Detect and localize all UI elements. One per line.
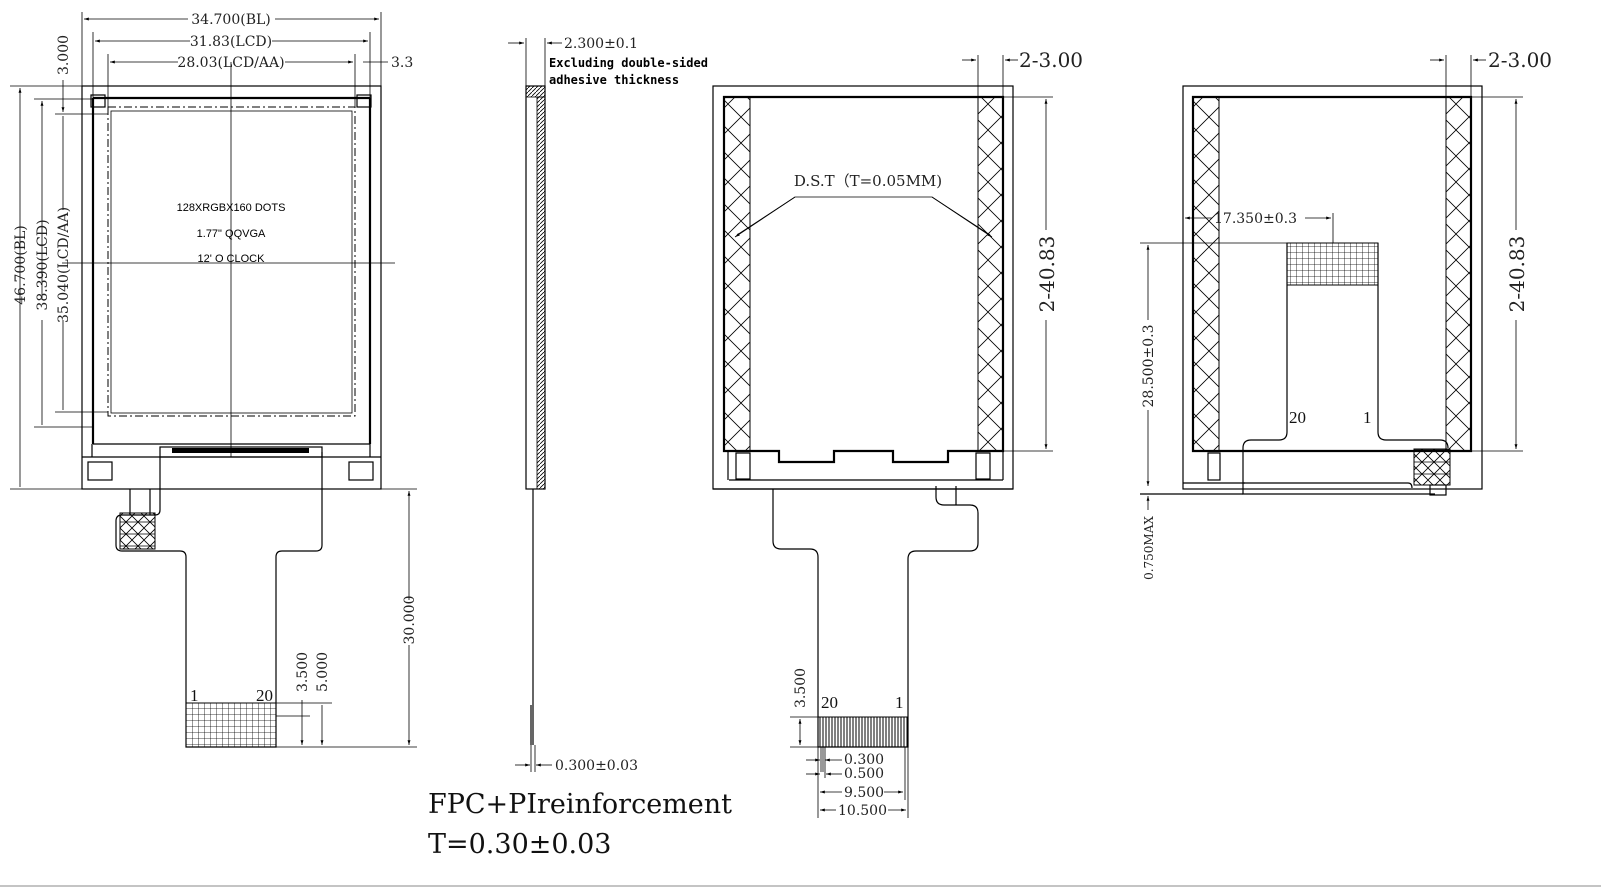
dim-height-aa: 35.040(LCD/AA) <box>56 207 72 323</box>
folded-stiffener <box>1413 448 1451 486</box>
front-view: 128XRGBX160 DOTS 1.77" QQVGA 12' O CLOCK… <box>10 12 418 748</box>
folded-view: 20 1 2-3.00 2-40.83 17.350±0.3 28.500±0.… <box>1140 48 1552 580</box>
dim-pitch-width: 0.300 <box>844 752 884 768</box>
dim-fold-max: 0.750MAX <box>1142 516 1156 580</box>
reinforcement-thickness: T=0.30±0.03 <box>428 829 612 860</box>
folded-tape-right <box>1445 96 1472 452</box>
dim-top-offset: 3.000 <box>56 35 72 75</box>
folded-pin-1-label: 1 <box>1363 408 1372 427</box>
dim-height-bl: 46.700(BL) <box>13 225 29 305</box>
back-pin-20-label: 20 <box>821 693 838 712</box>
viewing-direction-label: 12' O CLOCK <box>198 253 266 265</box>
dim-width-bl: 34.700(BL) <box>191 12 271 28</box>
dim-contact-2: 5.000 <box>315 652 331 692</box>
dim-thickness: 2.300±0.1 <box>564 36 638 52</box>
center-lines <box>62 62 395 457</box>
pin-20-label: 20 <box>256 686 273 705</box>
back-tape-height: 2-40.83 <box>1035 236 1059 313</box>
pin-1-label: 1 <box>190 686 199 705</box>
size-label: 1.77" QQVGA <box>197 228 266 240</box>
back-tape-width: 2-3.00 <box>1019 48 1083 72</box>
fpc-outline-back <box>772 486 979 748</box>
reinforcement-note: FPC+PIreinforcement <box>428 789 732 820</box>
stiffener <box>119 512 156 550</box>
folded-pin-20-label: 20 <box>1289 408 1306 427</box>
dim-fpc-thickness: 0.300±0.03 <box>555 758 638 774</box>
adhesive-tape-right <box>977 96 1004 452</box>
dim-contact-span: 9.500 <box>844 785 884 801</box>
fpc-contacts-back <box>817 716 909 748</box>
adhesive-tape-left <box>723 96 751 452</box>
back-view: 20 1 D.S.T（T=0.05MM) 2-3.00 2-40.83 3.50… <box>712 48 1083 819</box>
folded-tape-left <box>1192 96 1220 452</box>
dim-fpc-length: 30.000 <box>402 596 418 645</box>
adhesive-note-line2: adhesive thickness <box>549 73 679 87</box>
dim-fpc-width: 10.500 <box>838 803 887 819</box>
dim-pitch: 0.500 <box>844 766 884 782</box>
dim-fpc-offset: 17.350±0.3 <box>1214 211 1297 227</box>
dim-contact-1: 3.500 <box>295 652 311 692</box>
dim-width-lcd: 31.83(LCD) <box>190 34 272 50</box>
back-pin-1-label: 1 <box>895 693 904 712</box>
folded-tape-width: 2-3.00 <box>1488 48 1552 72</box>
fpc-bond-strip <box>172 448 309 453</box>
dim-fpc-height: 28.500±0.3 <box>1141 325 1157 408</box>
fpc-contacts <box>185 702 277 748</box>
dim-width-aa: 28.03(LCD/AA) <box>177 55 284 71</box>
backlight-outline <box>81 85 382 490</box>
dim-height-lcd: 38.390(LCD) <box>35 219 51 310</box>
fpc-outline-folded <box>1242 243 1449 495</box>
fpc-contacts-folded <box>1286 242 1379 286</box>
resolution-label: 128XRGBX160 DOTS <box>177 202 286 214</box>
adhesive-note-line1: Excluding double-sided <box>549 56 708 70</box>
folded-tape-height: 2-40.83 <box>1505 236 1529 313</box>
dst-label: D.S.T（T=0.05MM) <box>794 172 942 190</box>
dim-contact-length: 3.500 <box>793 668 809 708</box>
lcd-outline <box>91 96 372 444</box>
dim-right-offset: 3.3 <box>391 55 413 71</box>
side-view: 2.300±0.1 Excluding double-sided adhesiv… <box>508 36 708 774</box>
active-area-outline <box>107 106 356 417</box>
